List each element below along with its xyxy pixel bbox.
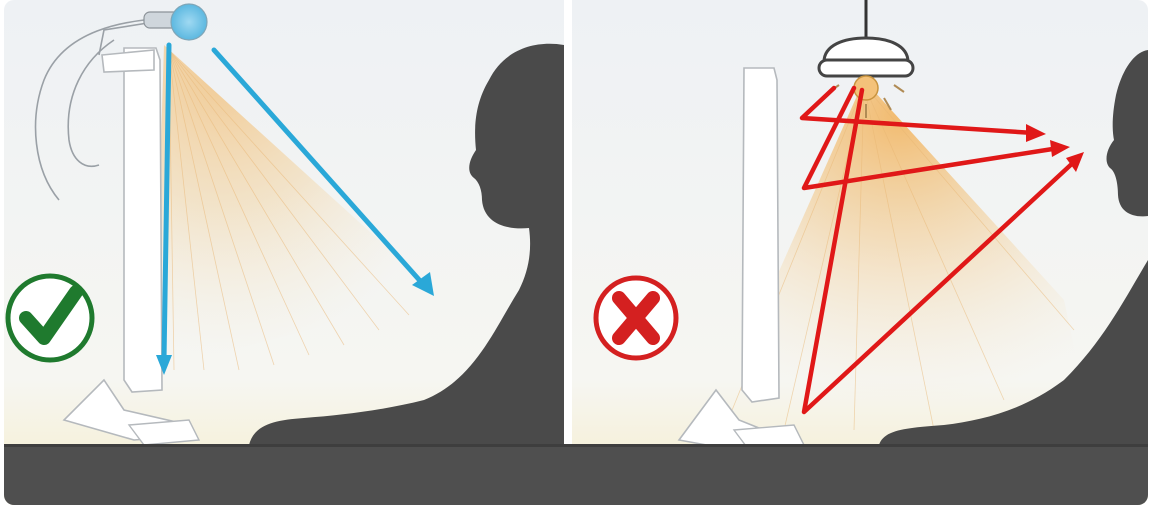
panel-divider bbox=[564, 0, 572, 505]
lighting-comparison-illustration bbox=[4, 0, 1148, 505]
desk-surface bbox=[4, 446, 1148, 505]
x-badge bbox=[596, 278, 676, 358]
left-panel-correct bbox=[4, 0, 564, 505]
right-panel-incorrect bbox=[572, 0, 1148, 505]
illustration-svg bbox=[4, 0, 1148, 505]
check-badge bbox=[8, 276, 92, 360]
desk-edge bbox=[4, 444, 1148, 447]
